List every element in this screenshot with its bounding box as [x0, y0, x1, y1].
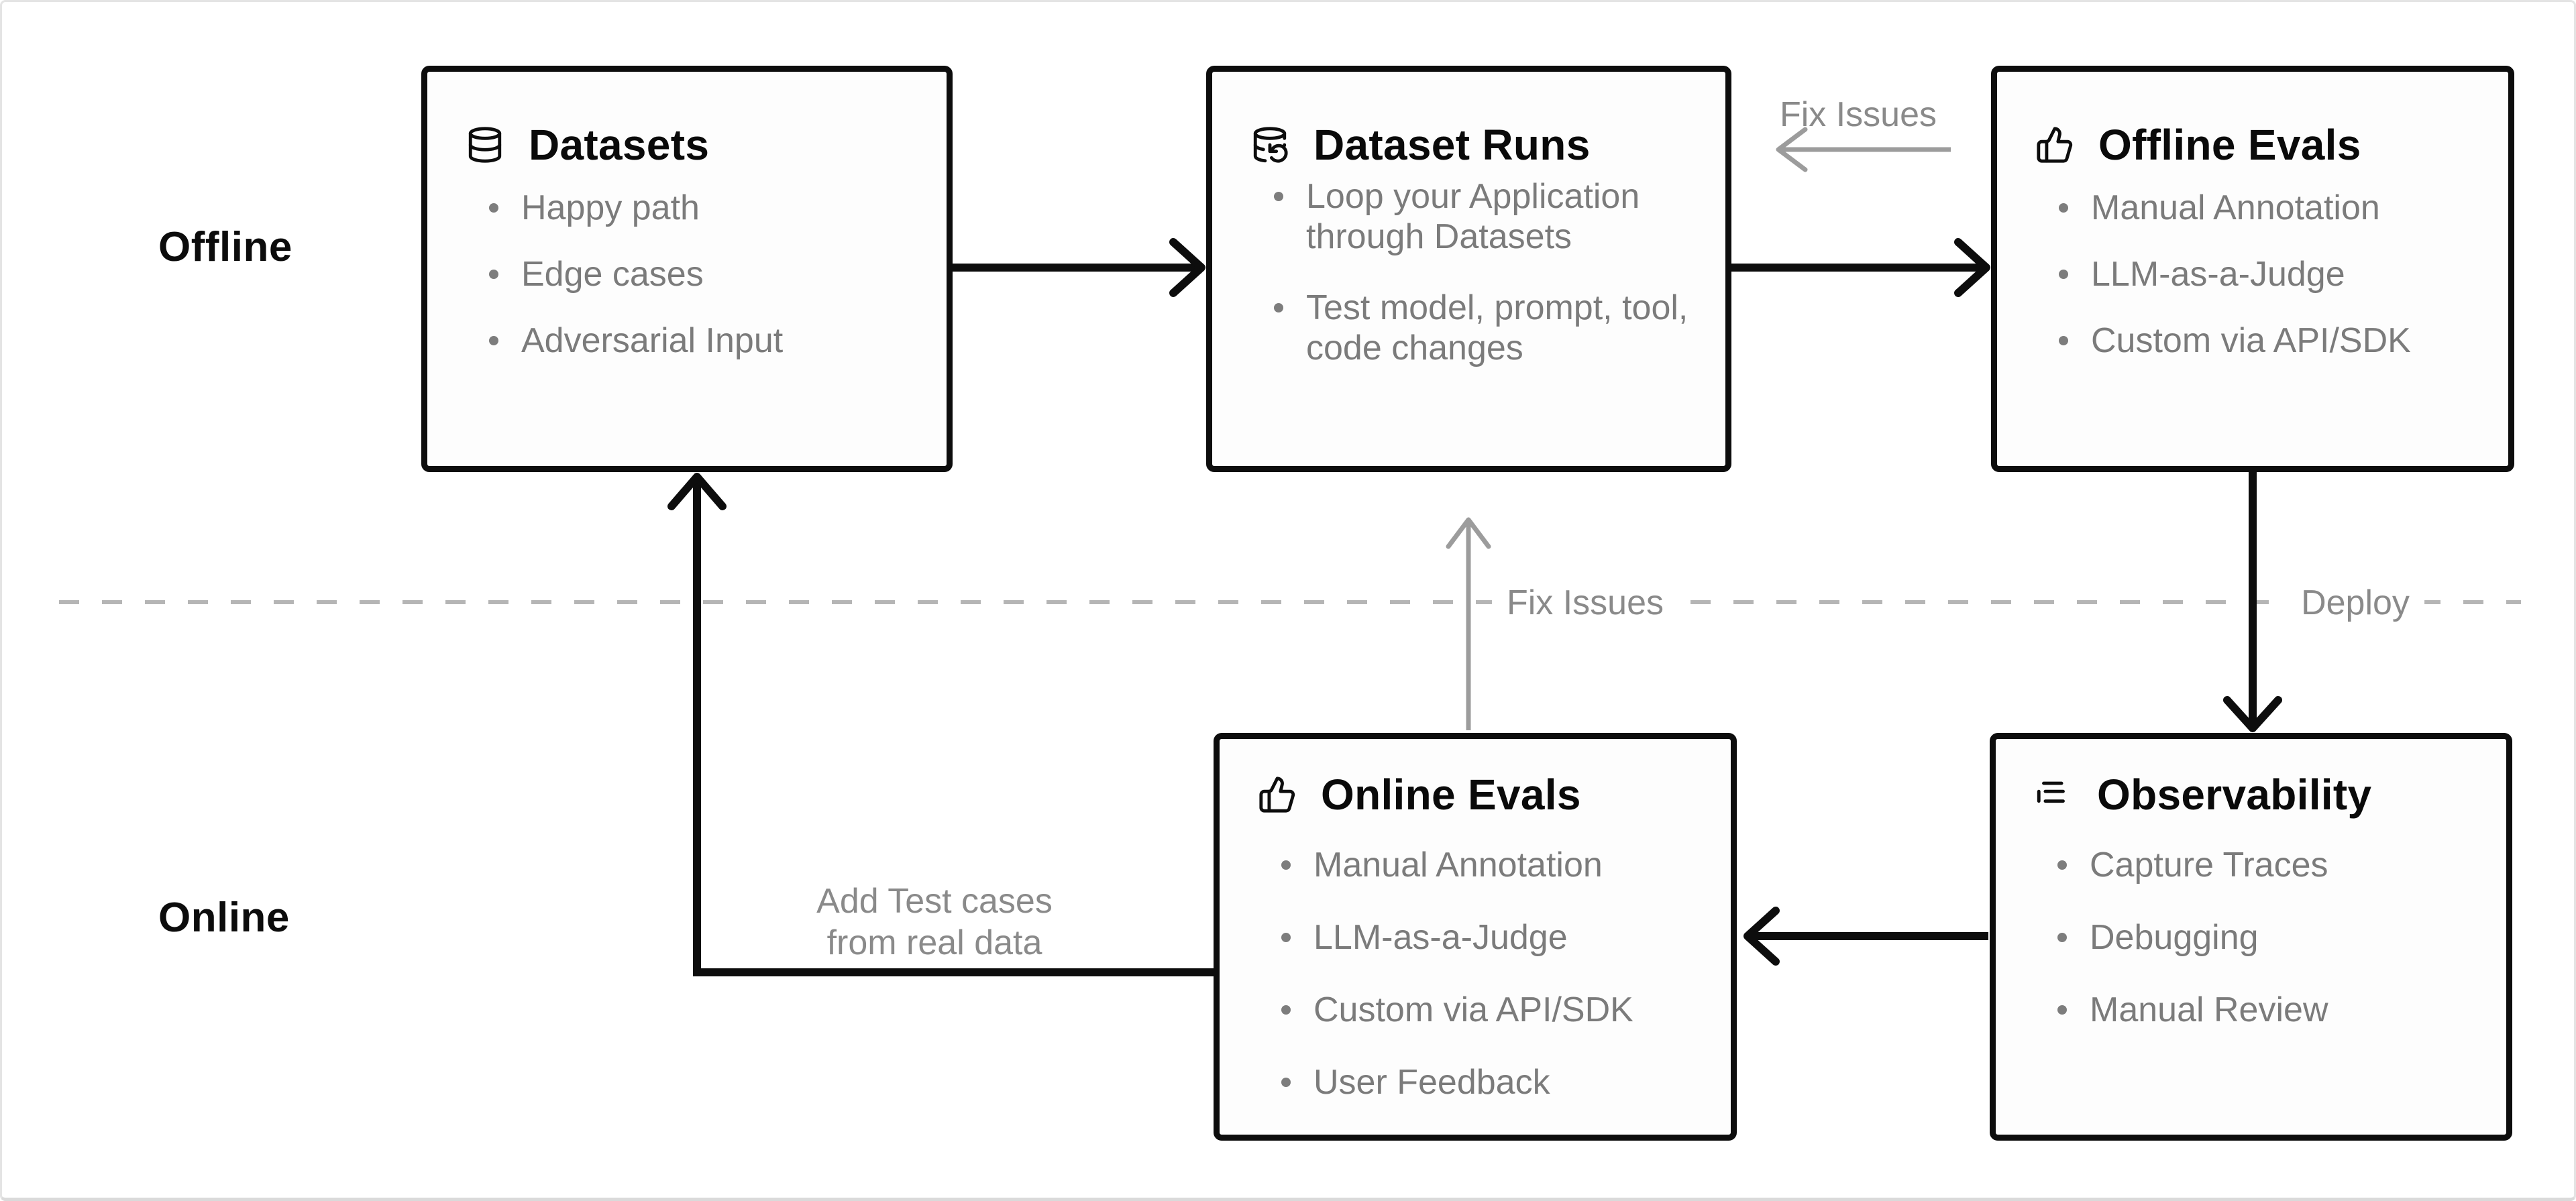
row-label-online: Online — [158, 895, 290, 941]
thumbs-up-icon — [2035, 125, 2074, 164]
arrow-offline-evals-to-observability — [2223, 472, 2282, 732]
bullet-dot — [1281, 860, 1291, 870]
observability-item-list: Capture Traces Debugging Manual Review — [2034, 845, 2479, 1030]
box-offline-evals: Offline Evals Manual Annotation LLM-as-a… — [1991, 66, 2514, 472]
bullet-dot — [2059, 203, 2068, 213]
list-item: Edge cases — [489, 254, 920, 294]
list-item: Capture Traces — [2057, 845, 2479, 885]
bullet-dot — [1274, 192, 1283, 201]
bullet-dot — [2059, 336, 2068, 345]
bullet-dot — [2057, 1005, 2067, 1015]
bullet-dot — [489, 203, 498, 213]
bullet-dot — [1281, 1078, 1291, 1087]
bullet-dot — [1274, 303, 1283, 312]
datasets-item-list: Happy path Edge cases Adversarial Input — [466, 188, 920, 361]
box-title-offline-evals: Offline Evals — [2098, 121, 2361, 169]
bullet-dot — [1281, 1005, 1291, 1015]
list-item: Custom via API/SDK — [1281, 990, 1704, 1030]
online-evals-item-list: Manual Annotation LLM-as-a-Judge Custom … — [1258, 845, 1704, 1102]
list-item: Manual Review — [2057, 990, 2479, 1030]
arrow-offline-evals-fix-issues — [1776, 127, 1951, 172]
box-datasets: Datasets Happy path Edge cases Adversari… — [421, 66, 953, 472]
dataset-runs-item-list: Loop your Application through Datasets T… — [1250, 176, 1699, 368]
list-item: Manual Annotation — [2059, 188, 2481, 228]
list-item: Manual Annotation — [1281, 845, 1704, 885]
box-title-dataset-runs: Dataset Runs — [1313, 121, 1591, 169]
arrow-dataset-runs-to-offline-evals — [1731, 238, 1990, 297]
add-test-cases-label: Add Test cases from real data — [816, 882, 1053, 962]
list-item: Debugging — [2057, 917, 2479, 958]
list-item: Custom via API/SDK — [2059, 321, 2481, 361]
list-item: User Feedback — [1281, 1062, 1704, 1102]
arrow-observability-to-online-evals — [1743, 907, 1988, 966]
list-item: Loop your Application through Datasets — [1274, 176, 1699, 257]
box-title-observability: Observability — [2097, 770, 2372, 819]
box-title-datasets: Datasets — [529, 121, 710, 169]
arrow-datasets-to-dataset-runs — [953, 238, 1205, 297]
box-title-online-evals: Online Evals — [1321, 770, 1581, 819]
box-observability: Observability Capture Traces Debugging M… — [1990, 733, 2512, 1141]
list-item: Happy path — [489, 188, 920, 228]
bullet-dot — [2057, 860, 2067, 870]
list-item: Adversarial Input — [489, 321, 920, 361]
row-label-offline: Offline — [158, 224, 292, 270]
database-icon — [466, 125, 504, 164]
thumbs-up-icon — [1258, 775, 1297, 814]
deploy-label: Deploy — [2286, 579, 2424, 627]
bullet-dot — [2059, 270, 2068, 279]
bullet-dot — [489, 270, 498, 279]
offline-evals-item-list: Manual Annotation LLM-as-a-Judge Custom … — [2035, 188, 2481, 361]
bullet-dot — [2057, 933, 2067, 942]
database-backup-icon — [1250, 125, 1289, 164]
fix-issues-top-label: Fix Issues — [1779, 95, 1937, 134]
bullet-dot — [1281, 933, 1291, 942]
list-item: Test model, prompt, tool, code changes — [1274, 288, 1699, 368]
logs-icon — [2034, 775, 2073, 814]
fix-issues-middle-label: Fix Issues — [1491, 579, 1679, 627]
list-item: LLM-as-a-Judge — [2059, 254, 2481, 294]
list-item: LLM-as-a-Judge — [1281, 917, 1704, 958]
arrow-online-evals-fix-issues — [1446, 517, 1491, 730]
box-online-evals: Online Evals Manual Annotation LLM-as-a-… — [1214, 733, 1737, 1141]
bullet-dot — [489, 336, 498, 345]
box-dataset-runs: Dataset Runs Loop your Application throu… — [1206, 66, 1731, 472]
